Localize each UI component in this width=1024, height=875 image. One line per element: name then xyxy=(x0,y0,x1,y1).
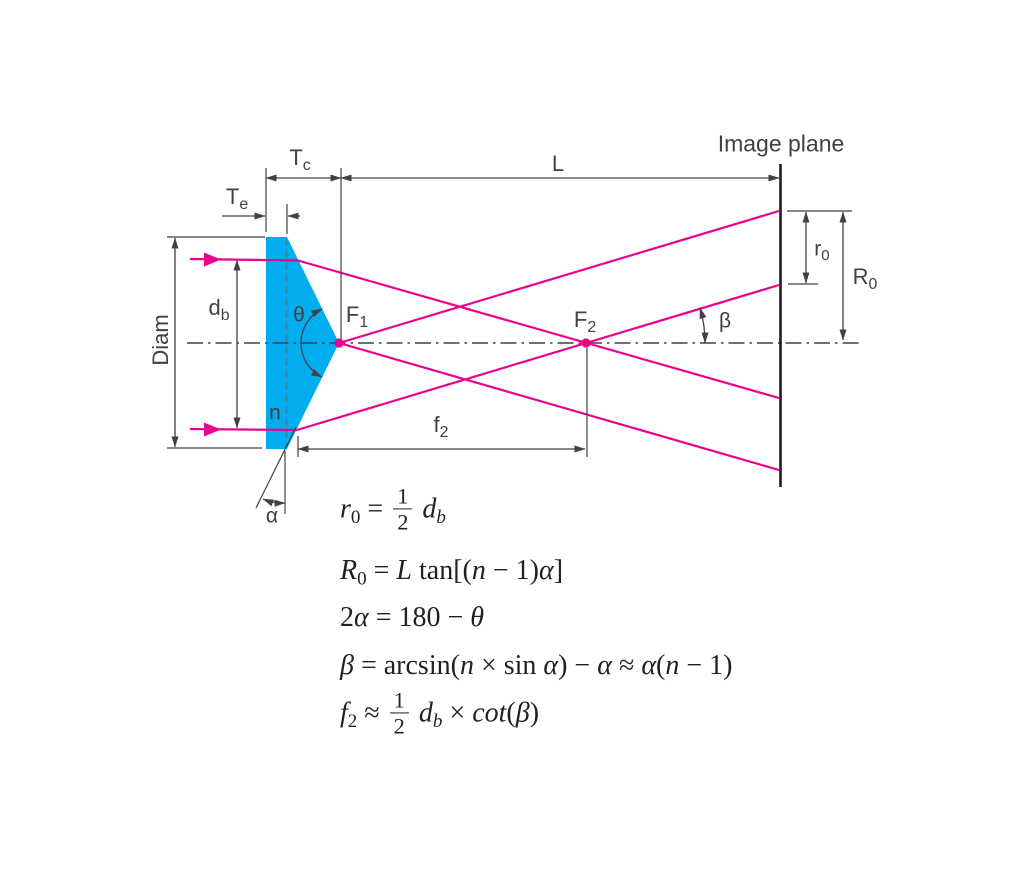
formula-segment: β xyxy=(515,697,530,729)
formula-segment: ≈ xyxy=(611,650,642,681)
formula-segment: tan[( xyxy=(412,555,472,586)
formula-segment: − 1) xyxy=(679,650,733,681)
label-R0: R0 xyxy=(852,264,878,293)
formula-segment: ) − xyxy=(558,650,598,681)
formula-segment: cot xyxy=(472,697,507,729)
formula-segment: α xyxy=(543,650,559,681)
label-image-plane: Image plane xyxy=(717,130,845,157)
formula-segment: ] xyxy=(553,555,564,586)
label-db: db xyxy=(208,295,230,324)
label-alpha: α xyxy=(265,504,279,528)
label-r0: r0 xyxy=(814,237,830,265)
focus-point-f2-dot xyxy=(581,338,591,348)
formula-segment: α xyxy=(354,602,369,633)
formula-segment: ( xyxy=(506,697,516,729)
formula-segment: α xyxy=(538,555,554,586)
formula-segment: R xyxy=(340,555,358,586)
formula-line-2alpha: 2α = 180 − θ xyxy=(340,602,484,634)
refracted-ray-top xyxy=(297,259,780,400)
angle-arc-alpha xyxy=(262,498,286,507)
label-diam: Diam xyxy=(148,314,173,366)
formula-segment: = xyxy=(366,555,397,586)
formula-segment: α xyxy=(597,650,612,681)
formula-line-R0: R0 = L tan[(n − 1)α] xyxy=(340,555,564,590)
focus-point-f1-dot xyxy=(334,338,344,348)
refracted-ray-bottom xyxy=(296,283,780,432)
incoming-ray-bottom-arrow xyxy=(204,422,221,437)
formula-segment: = arcsin( xyxy=(353,650,460,681)
label-L: L xyxy=(551,151,565,176)
angle-arc-beta xyxy=(699,307,709,344)
incoming-ray-top-arrow xyxy=(204,252,221,267)
formula-segment: n xyxy=(665,650,680,681)
formula-segment: × sin xyxy=(473,650,544,681)
formula-segment: = 180 − xyxy=(368,602,471,633)
formula-segment: L xyxy=(396,555,412,586)
formula-segment: = xyxy=(360,493,391,525)
formula-segment: b xyxy=(436,506,446,528)
label-beta: β xyxy=(718,309,732,333)
label-f1: F1 xyxy=(345,302,369,331)
formula-segment: 2 xyxy=(347,710,358,732)
formula-line-beta: β = arcsin(n × sin α) − α ≈ α(n − 1) xyxy=(340,650,732,682)
label-f2-dim: f2 xyxy=(433,412,449,441)
label-tc: Tc xyxy=(289,145,311,174)
label-theta: θ xyxy=(293,303,305,327)
formula-segment: d xyxy=(415,493,437,525)
formula-segment: 2 xyxy=(340,602,354,633)
apex-ray-upper xyxy=(338,209,780,345)
label-n: n xyxy=(269,401,281,425)
formula-segment: r xyxy=(340,493,351,525)
ext-line-alpha-slope xyxy=(255,426,297,509)
formula-segment: β xyxy=(340,650,354,681)
formula-segment: f xyxy=(340,697,348,729)
label-f2-point: F2 xyxy=(573,307,597,336)
angle-arc-theta xyxy=(300,308,323,378)
formula-segment: ) xyxy=(529,697,540,729)
formula-segment: ( xyxy=(656,650,666,681)
formula-segment: θ xyxy=(470,602,485,633)
formula-segment: 0 xyxy=(350,506,361,528)
formula-segment: α xyxy=(641,650,657,681)
apex-ray-lower xyxy=(338,341,780,472)
formula-segment: n xyxy=(459,650,474,681)
formula-segment: − 1) xyxy=(485,555,539,586)
formula-segment: × xyxy=(442,697,473,729)
formula-segment: b xyxy=(432,710,443,732)
formula-segment: ≈ xyxy=(357,697,387,729)
formula-segment: 0 xyxy=(357,568,367,590)
formula-segment: n xyxy=(471,555,486,586)
formula-segment: d xyxy=(411,697,433,729)
label-te: Te xyxy=(225,184,249,213)
